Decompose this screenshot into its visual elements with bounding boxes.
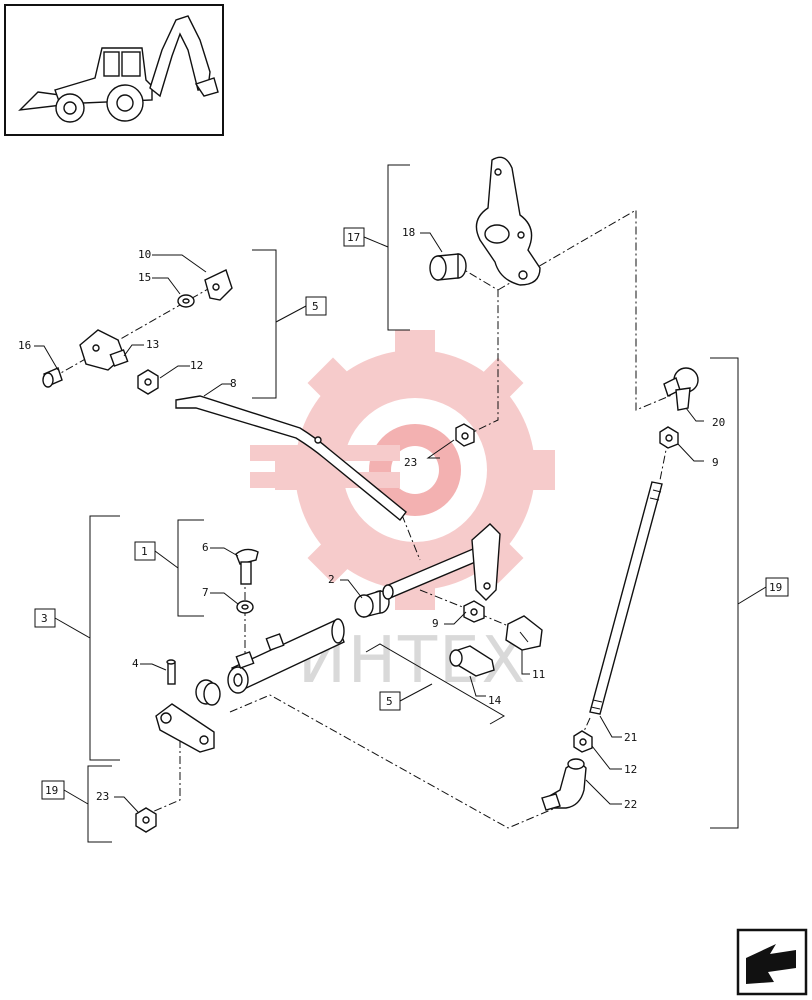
nut-part-12-lower [573,730,593,753]
callout-23-mid: 23 [404,456,417,469]
clevis-part-13 [79,329,129,371]
callout-20: 20 [712,416,725,429]
callout-9-mid: 9 [432,617,439,630]
bushing-part-18 [429,253,467,281]
callout-14: 14 [488,694,502,707]
callout-8: 8 [230,377,237,390]
callout-6: 6 [202,541,209,554]
callout-18: 18 [402,226,415,239]
svg-text:3: 3 [41,612,48,625]
svg-text:5: 5 [312,300,319,313]
shaft-lever-assembly [382,523,501,601]
svg-text:19: 19 [769,581,782,594]
ball-joint-part-22 [541,758,587,811]
svg-text:17: 17 [347,231,360,244]
lever-part-17 [475,156,541,286]
bracket-5-upper [252,249,277,399]
callout-box-3: 3 [34,608,91,639]
svg-text:5: 5 [386,695,393,708]
bracket-1 [177,519,204,617]
callout-23-lower: 23 [96,790,109,803]
callout-13: 13 [146,338,159,351]
washer-part-7 [236,600,254,614]
bracket-17 [387,164,410,331]
nut-part-12-upper [137,369,159,395]
callout-16: 16 [18,339,31,352]
nut-part-9-right [659,426,679,449]
nut-part-23-lower [135,807,157,833]
nut-part-9-mid [463,600,485,623]
centerline-to-20 [497,209,673,411]
gear-logo-icon [250,330,555,610]
pin-part-14 [449,645,495,677]
bolt-part-6 [235,548,259,585]
bracket-3 [89,515,120,761]
callout-12-lower: 12 [624,763,637,776]
callout-10: 10 [138,248,151,261]
centerline-lever-17 [455,264,499,437]
plate-bracket-part [155,703,215,753]
callout-box-17: 17 [343,227,389,248]
nut-part-23-mid [455,423,475,447]
clevis-bracket-part-10 [204,269,233,301]
next-page-arrow-icon[interactable] [736,928,808,996]
centerline-to-22 [229,694,561,829]
tube-assembly [227,618,345,694]
bracket-19-right [710,357,739,829]
bracket-19-left [87,765,112,843]
tie-rod-part-21 [589,481,663,715]
svg-text:1: 1 [141,545,148,558]
callout-22: 22 [624,798,637,811]
callout-9-right: 9 [712,456,719,469]
callout-15: 15 [138,271,151,284]
callout-box-19-left: 19 [41,780,89,805]
callout-box-19-right: 19 [737,577,789,605]
callout-12-upper: 12 [190,359,203,372]
callout-box-1: 1 [134,541,179,569]
backhoe-loader-icon [4,4,224,136]
callout-7: 7 [202,586,209,599]
pin-part-4 [166,659,176,685]
callout-11: 11 [532,668,545,681]
callout-2: 2 [328,573,335,586]
callout-box-5-upper: 5 [275,296,327,323]
callout-4: 4 [132,657,139,670]
bracket-5-lower [365,643,506,725]
clevis-part-11 [505,615,543,651]
washer-part-15 [177,294,195,308]
callout-21: 21 [624,731,637,744]
pin-part-16 [42,367,63,388]
bushing-part-2 [354,590,390,618]
centerline-nut-23 [144,740,181,816]
bushing-part-left [195,679,221,706]
leader-lines [34,232,704,813]
ball-joint-part-20 [663,367,699,411]
svg-text:19: 19 [45,784,58,797]
rod-part-8 [175,395,407,522]
callout-box-5-lower: 5 [379,683,433,711]
